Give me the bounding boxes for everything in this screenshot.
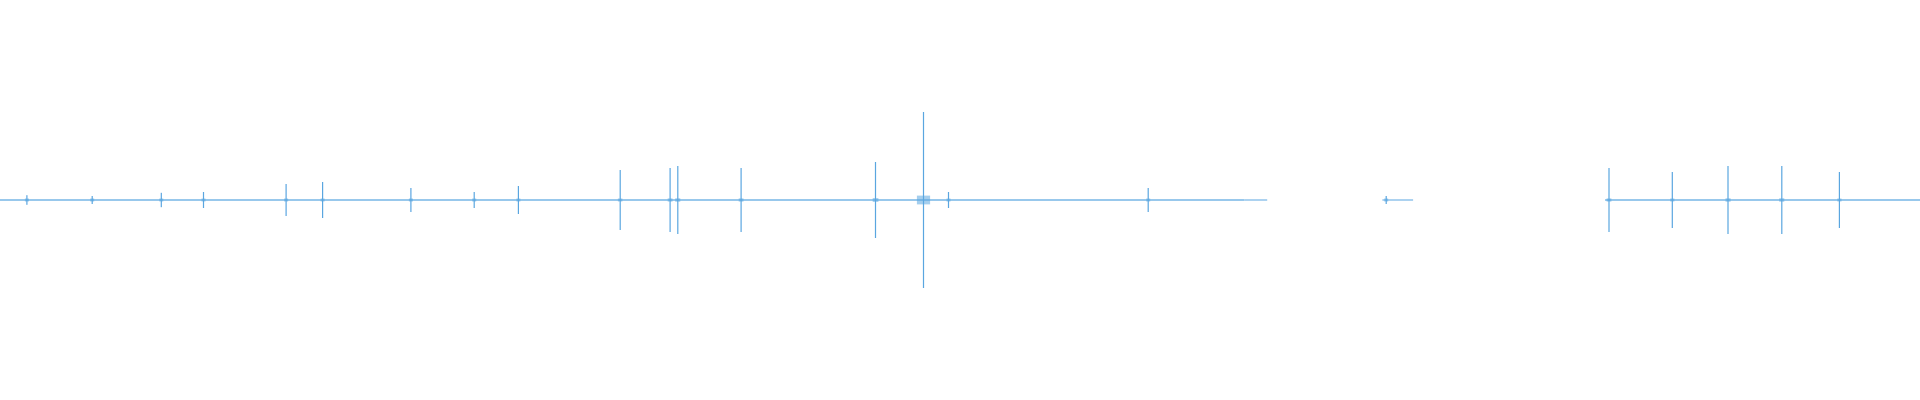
waveform-peak-burst (472, 198, 477, 202)
waveform-peak-burst (1606, 198, 1612, 202)
waveform-peak-burst (284, 198, 289, 202)
waveform-peak-burst (675, 198, 681, 202)
waveform-peak-burst (24, 198, 29, 202)
waveform-peak-burst (916, 195, 931, 205)
waveform-peak-burst (201, 198, 206, 202)
waveform-peak-burst (667, 198, 673, 202)
waveform-peak-burst (617, 198, 623, 202)
waveform-peak-burst (1837, 198, 1842, 202)
waveform-peak-burst (872, 198, 879, 202)
waveform-peak-burst (1670, 198, 1675, 202)
waveform-peak-burst (1779, 198, 1785, 202)
waveform-peak-burst (946, 198, 951, 202)
waveform-peak-burst (320, 198, 325, 202)
waveform-peak-burst (159, 198, 164, 202)
waveform-peak-burst (1384, 198, 1389, 202)
waveform-peak-burst (1725, 198, 1731, 202)
waveform-peak-burst (738, 198, 744, 202)
waveform-peak-burst (516, 198, 521, 202)
waveform-peak-burst (90, 198, 95, 202)
waveform-peak-burst (408, 198, 413, 202)
waveform-peak-burst (1146, 198, 1151, 202)
